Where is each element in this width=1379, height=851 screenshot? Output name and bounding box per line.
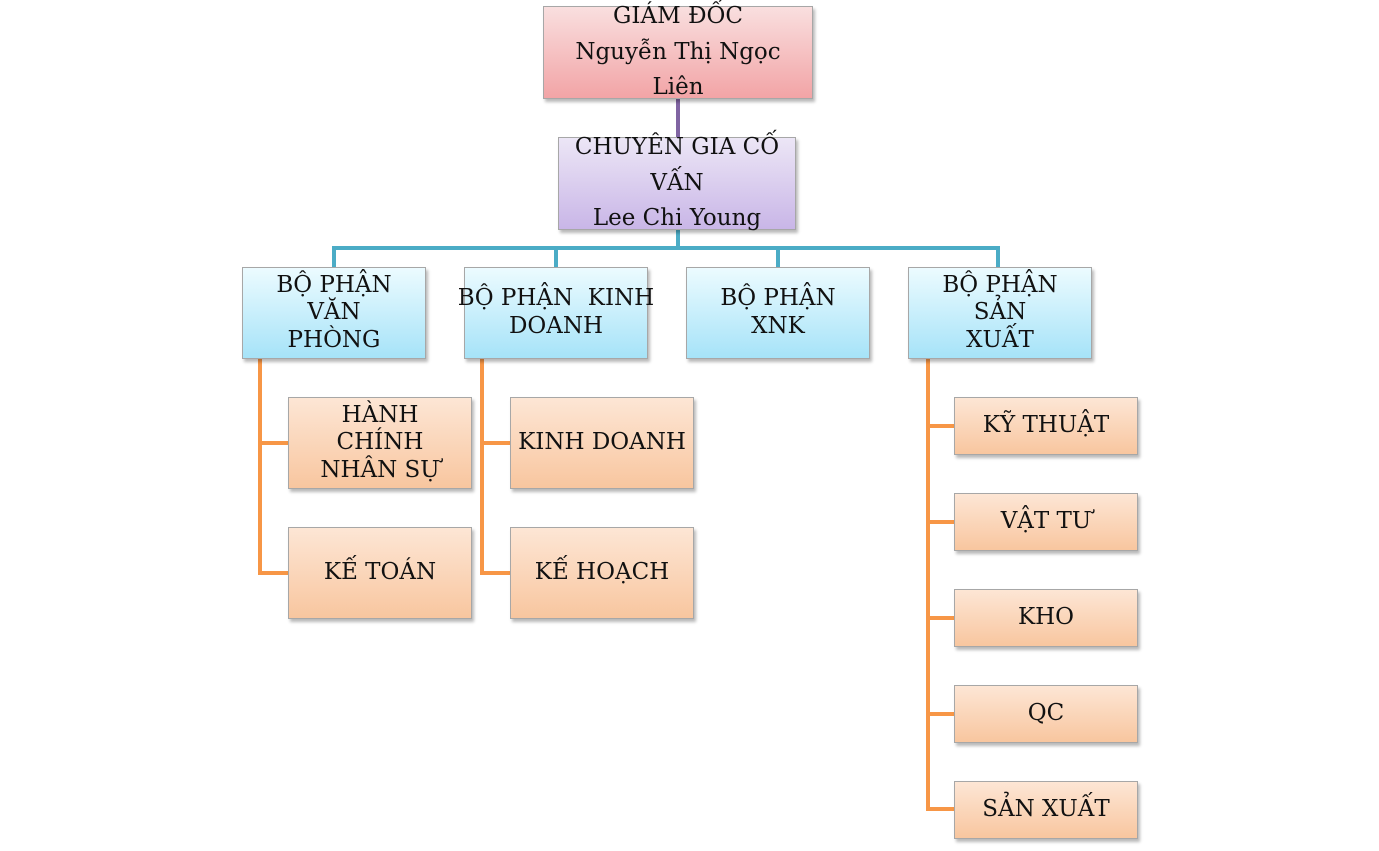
department-xnk: BỘ PHẬN XNK	[686, 267, 870, 359]
department-label: BỘ PHẬN XNK	[720, 285, 836, 339]
department-label: DOANH	[508, 313, 604, 339]
unit-ky-thuat: KỸ THUẬT	[954, 397, 1138, 455]
unit-label: KỸ THUẬT	[982, 412, 1110, 439]
unit-label: HÀNH CHÍNH	[336, 401, 424, 456]
department-kinh-doanh: BỘ PHẬN KINH DOANH	[458, 267, 654, 359]
unit-kinh-doanh: KINH DOANH	[510, 397, 694, 489]
unit-vat-tu: VẬT TƯ	[954, 493, 1138, 551]
department-label: PHÒNG	[287, 326, 381, 353]
department-van-phong: BỘ PHẬN VĂN PHÒNG	[242, 267, 426, 359]
unit-ke-toan: KẾ TOÁN	[288, 527, 472, 619]
unit-san-xuat: SẢN XUẤT	[954, 781, 1138, 839]
unit-hanh-chinh-nhan-su: HÀNH CHÍNH NHÂN SỰ	[288, 397, 472, 489]
director-box: GIÁM ĐỐC Nguyễn Thị Ngọc Liên	[543, 3, 813, 100]
unit-label: KINH DOANH	[518, 429, 686, 456]
unit-label: KẾ TOÁN	[323, 559, 437, 586]
department-connectors	[332, 230, 1000, 267]
department-san-xuat: BỘ PHẬN SẢN XUẤT	[908, 267, 1092, 359]
unit-label: KẾ HOẠCH	[534, 559, 670, 586]
director-title: GIÁM ĐỐC	[613, 3, 743, 30]
unit-label: NHÂN SỰ	[320, 456, 440, 483]
department-label: BỘ PHẬN VĂN	[276, 271, 392, 326]
unit-label: VẬT TƯ	[1000, 508, 1092, 535]
advisor-box: CHUYÊN GIA CỐ VẤN Lee Chi Young	[558, 134, 796, 231]
unit-qc: QC	[954, 685, 1138, 743]
department-label: BỘ PHẬN KINH	[457, 285, 655, 312]
advisor-name: Lee Chi Young	[592, 205, 762, 232]
unit-label: QC	[1027, 700, 1065, 727]
unit-label: SẢN XUẤT	[982, 796, 1110, 823]
department-label: BỘ PHẬN SẢN	[942, 271, 1058, 326]
advisor-title: CHUYÊN GIA CỐ VẤN	[574, 134, 780, 196]
unit-connectors	[258, 359, 954, 811]
unit-kho: KHO	[954, 589, 1138, 647]
department-label: XUẤT	[966, 326, 1034, 353]
unit-ke-hoach: KẾ HOẠCH	[510, 527, 694, 619]
director-name: Nguyễn Thị Ngọc Liên	[575, 38, 781, 101]
unit-label: KHO	[1017, 604, 1075, 631]
